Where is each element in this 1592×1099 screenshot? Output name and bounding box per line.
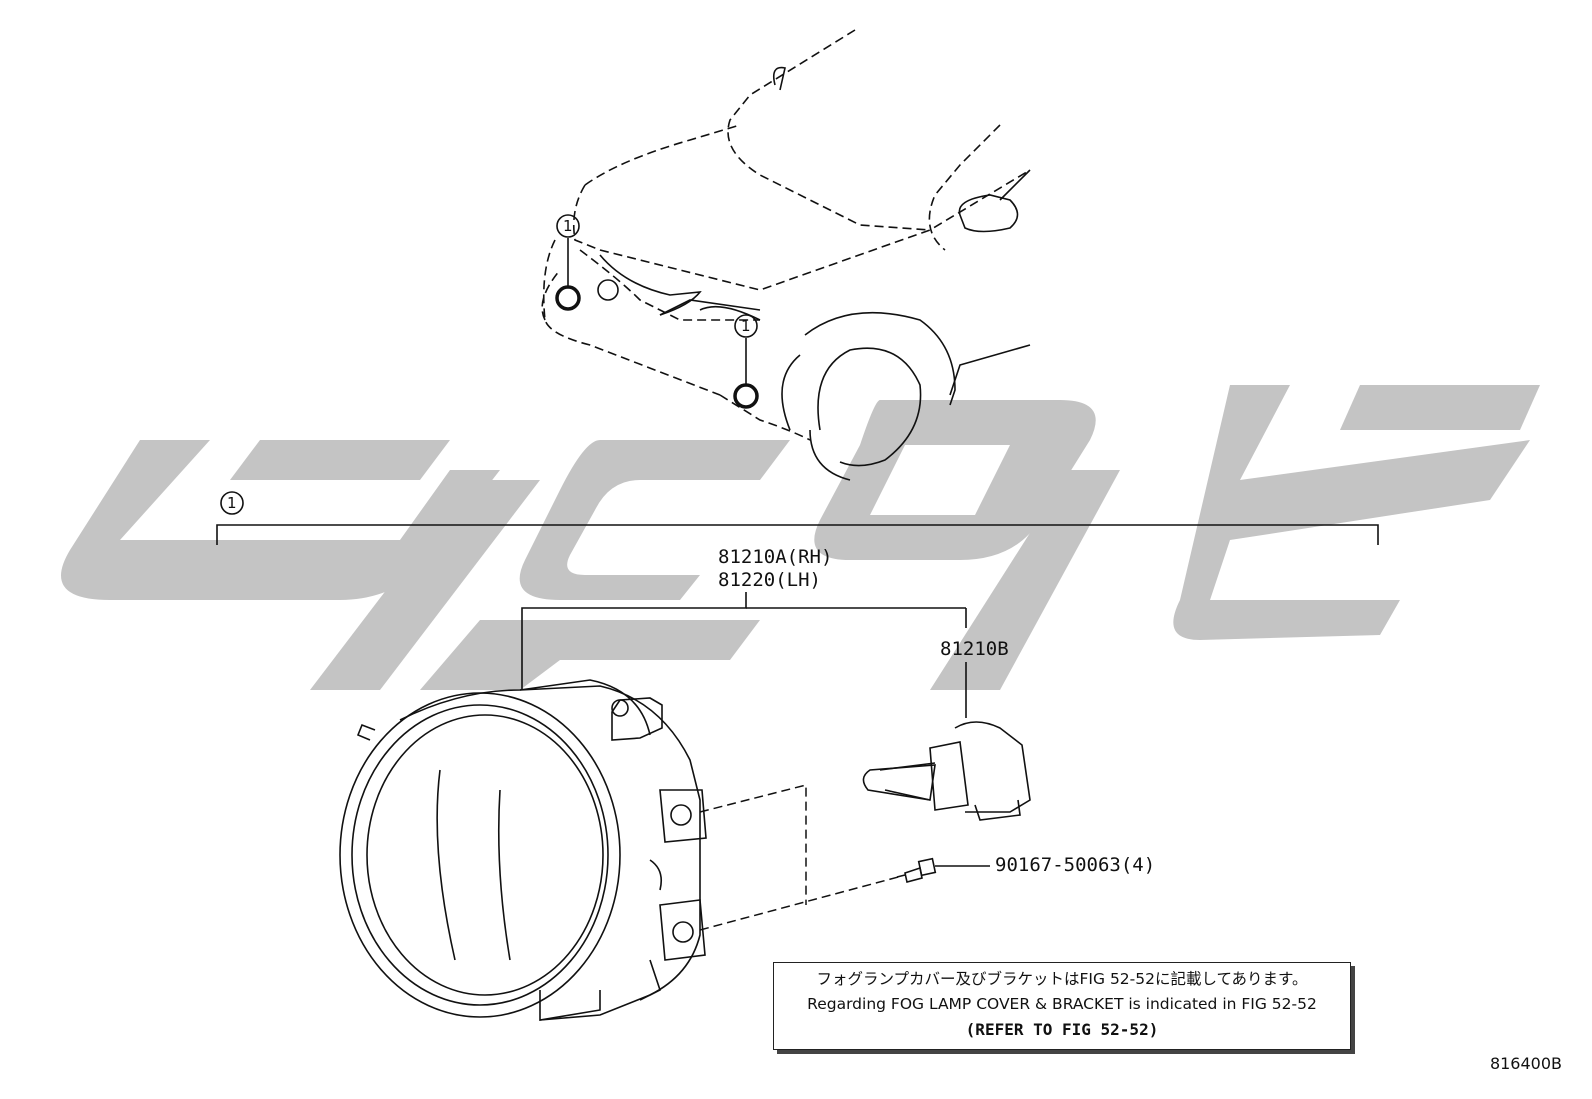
fog-lamp-bulb <box>862 721 1031 821</box>
note-line-english: Regarding FOG LAMP COVER & BRACKET is in… <box>807 995 1317 1013</box>
illustration-code: 816400B <box>1489 1054 1562 1073</box>
vehicle-callout-lines <box>556 214 758 385</box>
watermark-logo <box>61 385 1540 690</box>
part-label-assembly-rh: 81210A(RH) <box>718 546 832 568</box>
part-label-screw: 90167-50063(4) <box>995 854 1155 876</box>
dashed-mounting-lines <box>699 784 903 931</box>
note-line-japanese: フォグランプカバー及びブラケットはFIG 52-52に記載してあります。 <box>816 970 1308 988</box>
mounting-screw <box>896 857 937 883</box>
reference-note-box: フォグランプカバー及びブラケットはFIG 52-52に記載してあります。 Reg… <box>773 962 1351 1050</box>
leader-lines <box>521 592 990 867</box>
fog-lamp-assembly <box>339 679 707 1021</box>
note-line-reference: (REFER TO FIG 52-52) <box>965 1020 1159 1039</box>
vehicle-solid-lines <box>597 66 1031 481</box>
part-label-bulb: 81210B <box>940 638 1009 660</box>
callout-bracket <box>216 491 1379 545</box>
callout-number-bracket: 1 <box>227 494 237 512</box>
vehicle-outline <box>541 29 1031 441</box>
callout-number-top-right: 1 <box>741 317 751 335</box>
callout-number-top-left: 1 <box>563 217 573 235</box>
part-label-assembly-lh: 81220(LH) <box>718 569 821 591</box>
